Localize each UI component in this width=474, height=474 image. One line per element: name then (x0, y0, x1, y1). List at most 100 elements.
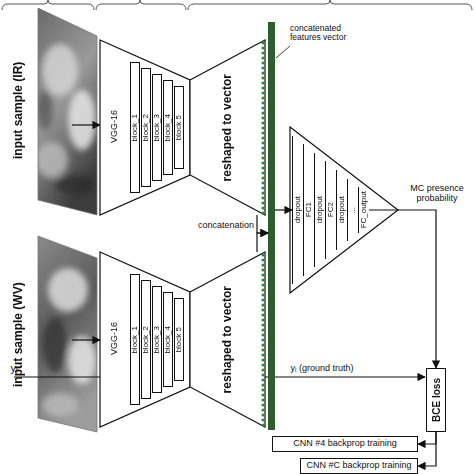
node-text: dropout (294, 196, 303, 223)
vector-dot (261, 368, 264, 371)
vector-dot (261, 253, 264, 256)
vector-dot (261, 418, 264, 421)
vector-dot (261, 338, 264, 341)
vector-dot (261, 171, 264, 174)
node-text: block_2 (142, 114, 151, 142)
vgg16-encoder: VGG-16 block_1block_2block_3block_4block … (100, 40, 190, 215)
fc-layer: ... (347, 179, 358, 241)
node-text: block_3 (153, 326, 162, 354)
vector-dot (261, 333, 264, 336)
node-text: BCE loss (431, 378, 442, 422)
vector-dot (261, 121, 264, 124)
vector-dot (261, 66, 264, 69)
vector-dot (261, 176, 264, 179)
cloud (36, 142, 68, 178)
vector-dot (261, 303, 264, 306)
training-box: CNN #C backprop training (300, 458, 418, 474)
vector-dot (261, 383, 264, 386)
vector-dot (261, 181, 264, 184)
vector-dot (261, 211, 264, 214)
vgg-block: block 5 (174, 86, 184, 169)
image-background (38, 8, 98, 218)
node-text: block_1 (131, 114, 140, 142)
outline-shape (190, 40, 265, 215)
vector-dot (261, 76, 264, 79)
vector-dot (261, 86, 264, 89)
vector-dot (261, 206, 264, 209)
vector-dot (261, 186, 264, 189)
vgg-block: block_1 (130, 62, 140, 193)
node-text: ... (349, 207, 358, 214)
vector-dot (261, 263, 264, 266)
vgg-block: block_4 (163, 80, 173, 175)
fc-layer: FC_output (358, 187, 369, 233)
vector-dot (261, 71, 264, 74)
vector-dot (261, 101, 264, 104)
connector-arrow (369, 210, 436, 368)
node-text: VGG-16 (110, 322, 120, 355)
vector-dot (261, 51, 264, 54)
vgg-block: block_2 (141, 280, 151, 399)
node-text: VGG-16 (110, 110, 120, 143)
input-arrow (72, 339, 100, 340)
node-text: FC_output (360, 191, 369, 228)
vector-dot (261, 348, 264, 351)
edge-label: concatenation (198, 221, 254, 231)
reshape-block: reshaped to vector (190, 252, 265, 427)
vector-dot (261, 298, 264, 301)
fc-layer: dropout (314, 153, 325, 267)
vector-dot (261, 191, 264, 194)
vgg-block: block_1 (130, 274, 140, 405)
fc-triangle (290, 127, 398, 293)
node-text: reshaped to vector (221, 286, 234, 393)
ground-truth-symbol: yᵢ (4, 362, 24, 374)
vector-dot (261, 353, 264, 356)
vgg-block: block 5 (174, 298, 184, 381)
outline-shape (100, 252, 190, 427)
vector-dot (261, 278, 264, 281)
input-label: input sample (IR) (12, 20, 30, 200)
feature-vector-bar: concatenated features vector (268, 22, 275, 430)
node-text: block 5 (175, 327, 184, 352)
vgg-block: block_3 (152, 74, 162, 181)
vector-dot (261, 81, 264, 84)
vector-dot (261, 423, 264, 426)
vector-dot (261, 343, 264, 346)
vector-dot (261, 41, 264, 44)
vector-dot (261, 388, 264, 391)
vector-dot (261, 328, 264, 331)
vector-dot (261, 196, 264, 199)
vector-dot (261, 318, 264, 321)
vector-dot (261, 161, 264, 164)
node-text: CNN #C backprop training (306, 461, 411, 471)
reshape-block: reshaped to vector (190, 40, 265, 215)
output-label: MC presence probability (402, 184, 472, 204)
vgg-block: block_4 (163, 292, 173, 387)
node-text: block_3 (153, 114, 162, 142)
connector-arrow (257, 215, 268, 233)
vector-dot (261, 403, 264, 406)
vgg-block: block_3 (152, 286, 162, 393)
vector-dot (261, 408, 264, 411)
vector-dot (261, 131, 264, 134)
vector-dot (261, 273, 264, 276)
vector-dot (261, 373, 264, 376)
node-text: reshaped to vector (221, 74, 234, 181)
ground-truth-label: yᵢ (ground truth) (262, 364, 382, 374)
leader-line (276, 46, 290, 58)
vector-dot (261, 283, 264, 286)
node-text: CNN #4 backprop training (293, 439, 397, 449)
cloud (42, 393, 78, 417)
image-border (38, 8, 97, 215)
vector-dot (261, 136, 264, 139)
cloud (68, 90, 96, 150)
input-arrow (72, 124, 100, 125)
connector-arrow (418, 432, 436, 444)
cloud (42, 44, 78, 96)
cloud (43, 317, 67, 373)
node-text: dropout (338, 196, 347, 223)
image-border (38, 236, 97, 432)
vector-dot (261, 126, 264, 129)
